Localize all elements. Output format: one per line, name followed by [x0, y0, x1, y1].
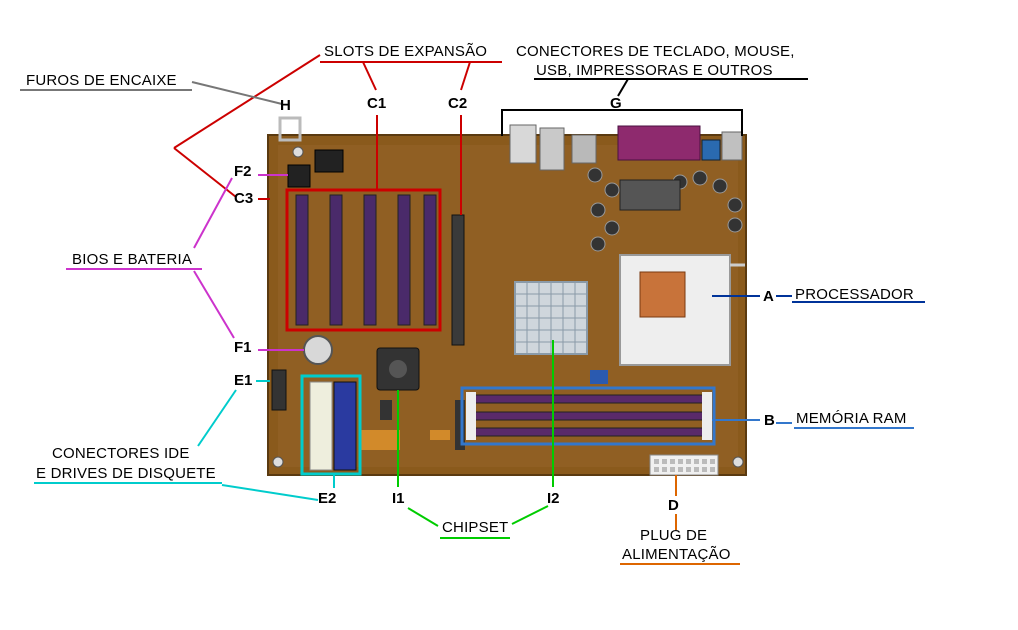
label-ide-line1: CONECTORES IDE [52, 445, 190, 462]
code-g: G [610, 95, 622, 112]
label-conectores-line2: USB, IMPRESSORAS E OUTROS [536, 62, 773, 79]
label-bios-bateria: BIOS E BATERIA [72, 251, 193, 268]
code-c1: C1 [367, 95, 387, 112]
back-panel-connectors [509, 124, 743, 171]
label-conectores-line1: CONECTORES DE TECLADO, MOUSE, [516, 43, 795, 60]
bios-chip [287, 164, 311, 188]
code-e2: E2 [318, 490, 337, 507]
floppy-connector [309, 381, 333, 471]
ide-connector [333, 381, 357, 471]
atx-power-connector [649, 454, 719, 476]
pci-slots-highlight [285, 188, 442, 332]
pci-slots [295, 194, 437, 326]
mounting-hole [292, 146, 304, 158]
code-e1: E1 [234, 372, 253, 389]
mounting-bracket [278, 116, 302, 142]
cmos-battery [303, 335, 333, 365]
agp-slot [451, 214, 465, 346]
ram-slots [466, 392, 712, 440]
label-furos-encaixe: FUROS DE ENCAIXE [26, 72, 177, 89]
code-d: D [668, 497, 679, 514]
back-panel-bracket [501, 109, 743, 136]
code-a: A [763, 288, 774, 305]
label-memoria-ram: MEMÓRIA RAM [796, 410, 907, 427]
capacitors [587, 167, 743, 252]
code-c3: C3 [234, 190, 254, 207]
code-i1: I1 [392, 490, 405, 507]
label-processador: PROCESSADOR [795, 286, 914, 303]
code-f1: F1 [234, 339, 252, 356]
code-i2: I2 [547, 490, 560, 507]
code-h: H [280, 97, 291, 114]
label-plug-line1: PLUG DE [640, 527, 708, 544]
label-plug-line2: ALIMENTAÇÃO [622, 546, 731, 563]
code-c2: C2 [448, 95, 468, 112]
ram-highlight [460, 386, 716, 446]
label-chipset: CHIPSET [442, 519, 509, 536]
ide-highlight [300, 374, 362, 476]
code-b: B [764, 412, 775, 429]
code-f2: F2 [234, 163, 252, 180]
label-slots-expansao: SLOTS DE EXPANSÃO [324, 43, 488, 60]
label-ide-line2: E DRIVES DE DISQUETE [36, 465, 216, 482]
